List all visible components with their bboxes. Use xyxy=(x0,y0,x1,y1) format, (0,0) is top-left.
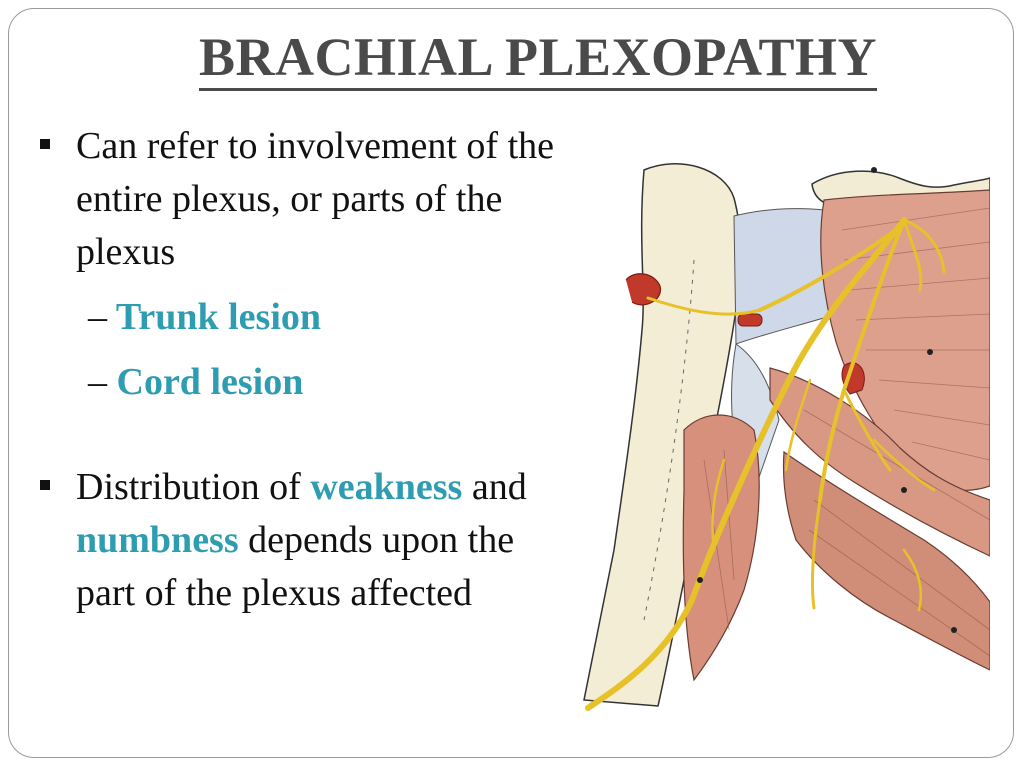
bullet-keyword-weakness: weakness xyxy=(310,466,463,508)
bullet-text-1: Can refer to involvement of the entire p… xyxy=(76,125,555,273)
bullet-keyword-numbness: numbness xyxy=(76,519,239,561)
bullet-text-2-part-2: and xyxy=(462,466,527,508)
dash-marker: – xyxy=(88,361,107,403)
slide-title-text: BRACHIAL PLEXOPATHY xyxy=(198,27,878,91)
slide-title: BRACHIAL PLEXOPATHY xyxy=(0,26,1024,91)
dash-marker: – xyxy=(88,296,107,338)
brachial-plexus-illustration xyxy=(583,163,990,711)
sub-item-label: Cord lesion xyxy=(116,361,304,403)
sub-item-label: Trunk lesion xyxy=(115,296,322,338)
bullet-text-2-part-1: Distribution of xyxy=(76,466,311,508)
square-bullet-icon xyxy=(40,139,50,149)
bullet-item-1: Can refer to involvement of the entire p… xyxy=(36,120,556,279)
bullet-text-2-part-3: depends upon the part of the plexus affe… xyxy=(76,519,515,614)
sub-item-trunk: – Trunk lesion xyxy=(36,291,556,344)
sub-item-cord: – Cord lesion xyxy=(36,356,556,409)
spacer xyxy=(36,409,556,461)
bullet-list: Can refer to involvement of the entire p… xyxy=(36,120,556,620)
bullet-item-2: Distribution of weakness and numbness de… xyxy=(36,461,556,620)
square-bullet-icon xyxy=(40,480,50,490)
